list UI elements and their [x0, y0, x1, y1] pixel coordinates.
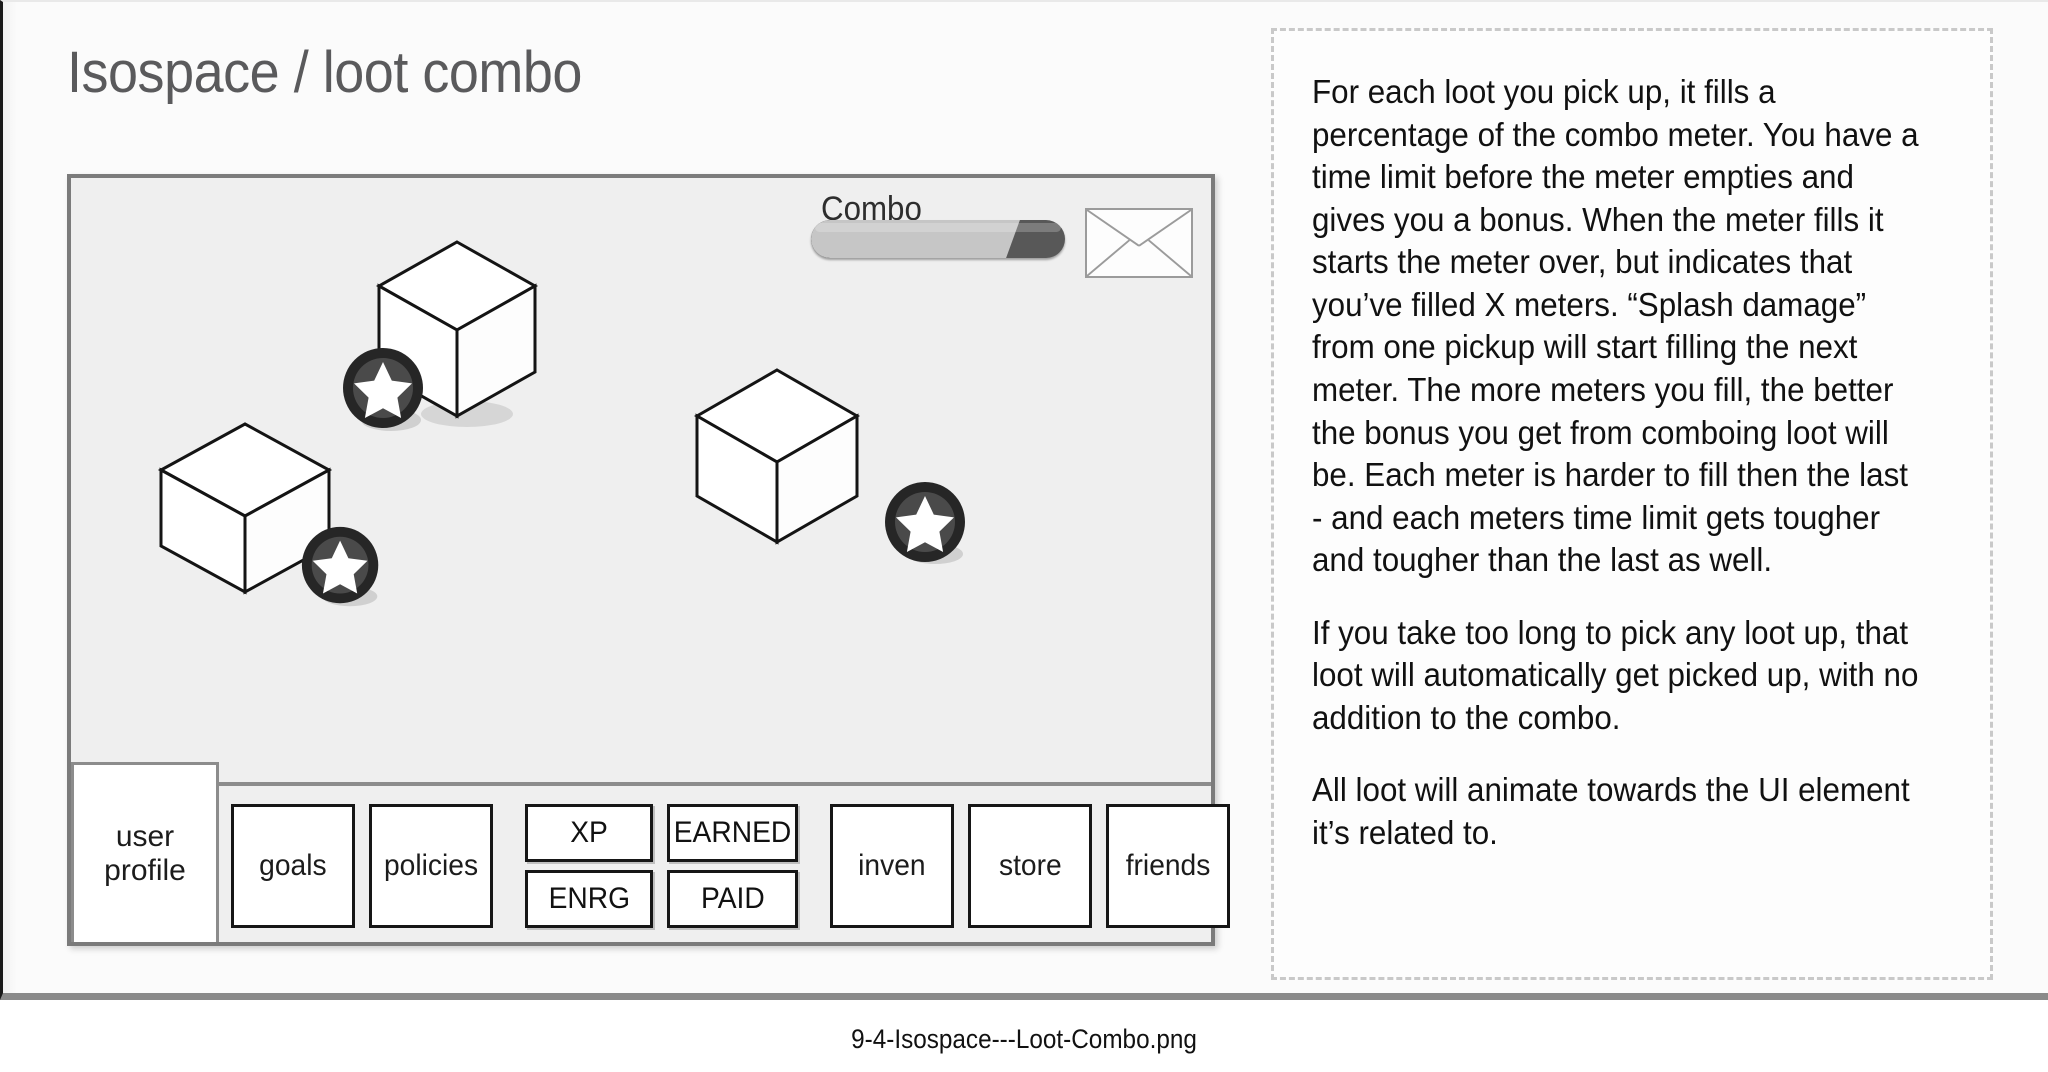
- stat-xp-label: XP: [570, 816, 608, 849]
- tab-list: goals policies XP ENRG: [231, 804, 1231, 928]
- combo-meter: [811, 220, 1065, 258]
- stat-column-right: EARNED PAID: [667, 804, 799, 928]
- tab-goals-label: goals: [259, 849, 327, 883]
- stat-column-left: XP ENRG: [525, 804, 653, 928]
- stat-group: XP ENRG EARNED PAID: [525, 804, 799, 928]
- iso-cube-2: [153, 418, 343, 608]
- stat-earned-label: EARNED: [673, 816, 792, 849]
- annotation-paragraph-2: If you take too long to pick any loot up…: [1312, 613, 1919, 736]
- combo-meter-block: Combo: [811, 192, 1069, 258]
- tab-friends-label: friends: [1125, 849, 1211, 883]
- isometric-playfield: Combo: [71, 178, 1211, 790]
- tab-user-profile[interactable]: user profile: [71, 762, 219, 942]
- tab-user-profile-label-line1: user: [115, 819, 175, 853]
- annotation-paragraph-3: All loot will animate towards the UI ele…: [1312, 771, 1910, 851]
- stat-earned[interactable]: EARNED: [667, 804, 799, 862]
- tab-store-label: store: [998, 849, 1062, 883]
- stat-enrg-label: ENRG: [548, 882, 630, 915]
- stat-paid[interactable]: PAID: [667, 870, 799, 928]
- tab-goals[interactable]: goals: [231, 804, 355, 928]
- iso-cube-3: [689, 364, 869, 560]
- page-title: Isospace / loot combo: [67, 40, 582, 105]
- tab-policies-label: policies: [383, 849, 479, 883]
- iso-cube-1: [371, 236, 543, 432]
- tab-friends[interactable]: friends: [1106, 804, 1231, 928]
- envelope-icon[interactable]: [1085, 208, 1193, 278]
- slide-canvas: Isospace / loot combo Combo: [0, 0, 2048, 1000]
- combo-meter-fill: [811, 220, 997, 258]
- tab-user-profile-label-line2: profile: [104, 853, 186, 887]
- annotation-paragraph-1: For each loot you pick up, it fills a pe…: [1312, 73, 1919, 579]
- stat-paid-label: PAID: [700, 882, 765, 915]
- tab-policies[interactable]: policies: [369, 804, 493, 928]
- tab-inven-label: inven: [858, 849, 926, 883]
- stat-xp[interactable]: XP: [525, 804, 653, 862]
- tab-bar: user profile goals policies XP: [71, 762, 1231, 942]
- loot-token-1[interactable]: [339, 344, 435, 440]
- loot-token-2[interactable]: [297, 522, 391, 616]
- loot-token-3[interactable]: [881, 478, 977, 574]
- game-screen-panel: Combo: [67, 174, 1231, 946]
- hud: Combo: [811, 192, 1193, 278]
- annotation-note: For each loot you pick up, it fills a pe…: [1271, 28, 1993, 980]
- tab-inven[interactable]: inven: [830, 804, 955, 928]
- stat-enrg[interactable]: ENRG: [525, 870, 653, 928]
- file-caption: 9-4-Isospace---Loot-Combo.png: [851, 1024, 1197, 1054]
- tab-store[interactable]: store: [968, 804, 1093, 928]
